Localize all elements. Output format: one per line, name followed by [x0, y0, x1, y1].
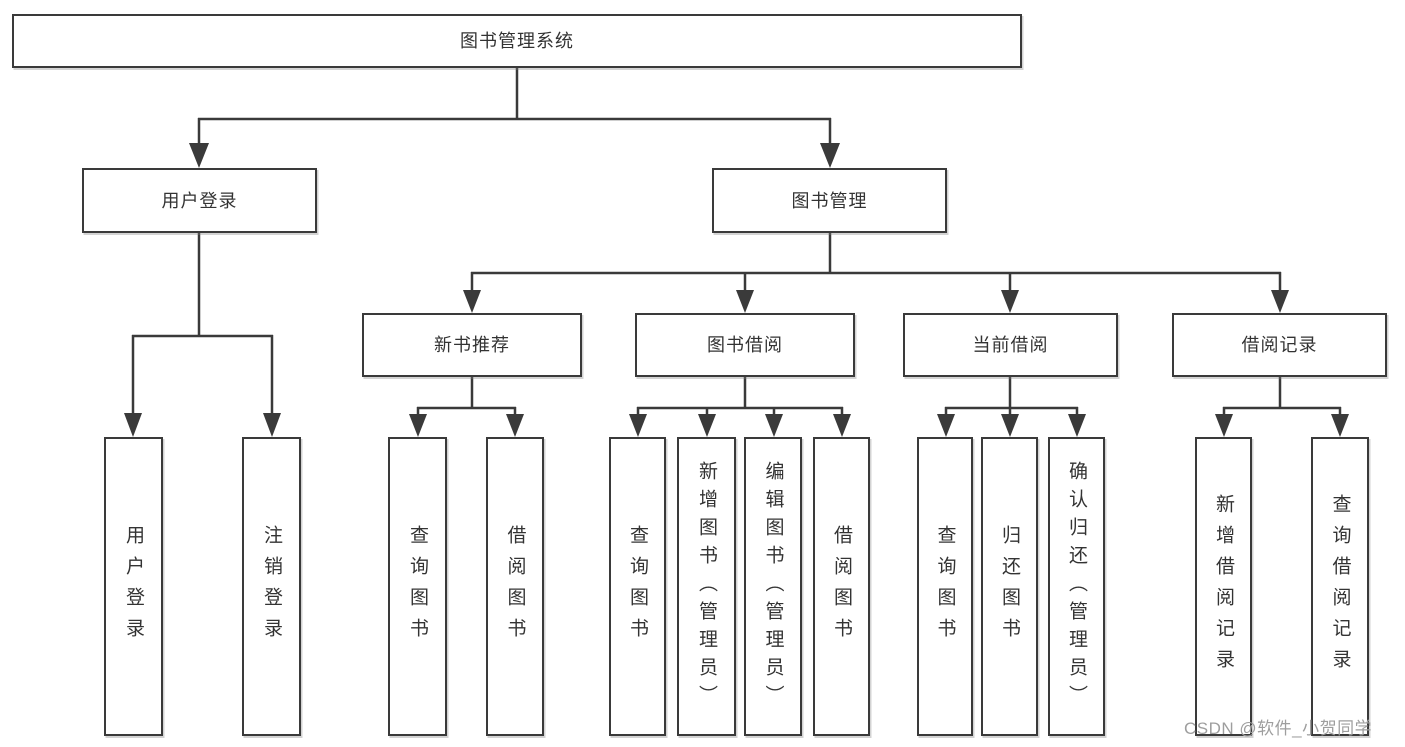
arrow-into-leaf-query-book-a — [409, 414, 427, 437]
node-new-book-rec: 新书推荐 — [362, 313, 582, 377]
leaf-user-login: 用户登录 — [104, 437, 163, 736]
leaf-query-book-a: 查询图书 — [388, 437, 447, 736]
node-root: 图书管理系统 — [12, 14, 1022, 68]
arrow-into-leaf-borrow-book-a — [506, 414, 524, 437]
leaf-add-book: 新增图书（管理员） — [677, 437, 736, 736]
connector-records-branch — [1222, 377, 1342, 416]
node-book-borrow: 图书借阅 — [635, 313, 855, 377]
leaf-add-record: 新增借阅记录 — [1195, 437, 1252, 736]
arrowheads — [124, 143, 1349, 437]
arrow-into-leaf-user-login — [124, 413, 142, 437]
arrow-into-leaf-edit-book — [765, 414, 783, 437]
arrow-into-leaf-borrow-book-b — [833, 414, 851, 437]
arrow-into-leaf-logout — [263, 413, 281, 437]
connector-root-branch — [197, 68, 832, 145]
leaf-query-book-c: 查询图书 — [917, 437, 973, 736]
leaf-query-record: 查询借阅记录 — [1311, 437, 1369, 736]
arrow-into-current-borrow — [1001, 290, 1019, 313]
node-current-borrow: 当前借阅 — [903, 313, 1118, 377]
leaf-return-book: 归还图书 — [981, 437, 1038, 736]
connector-current-branch — [944, 377, 1079, 416]
connector-borrow-branch — [636, 377, 844, 416]
arrow-into-user-login — [189, 143, 209, 168]
arrow-into-leaf-query-book-c — [937, 414, 955, 437]
arrow-into-book-mgmt — [820, 143, 840, 168]
connector-mgmt-branch — [470, 233, 1282, 292]
node-user-login: 用户登录 — [82, 168, 317, 233]
leaf-confirm-return: 确认归还（管理员） — [1048, 437, 1105, 736]
leaf-edit-book: 编辑图书（管理员） — [744, 437, 802, 736]
arrow-into-leaf-return-book — [1001, 414, 1019, 437]
leaf-query-book-b: 查询图书 — [609, 437, 666, 736]
arrow-into-borrow-records — [1271, 290, 1289, 313]
arrow-into-leaf-add-book — [698, 414, 716, 437]
arrow-into-leaf-query-book-b — [629, 414, 647, 437]
csdn-watermark: CSDN @软件_小贺同学 — [1184, 719, 1373, 738]
connector-lines — [131, 68, 1342, 416]
connector-newbook-branch — [416, 377, 517, 416]
arrow-into-book-borrow — [736, 290, 754, 313]
node-borrow-records: 借阅记录 — [1172, 313, 1387, 377]
arrow-into-leaf-add-record — [1215, 414, 1233, 437]
arrow-into-leaf-confirm-return — [1068, 414, 1086, 437]
leaf-logout: 注销登录 — [242, 437, 301, 736]
arrow-into-leaf-query-record — [1331, 414, 1349, 437]
leaf-borrow-book-b: 借阅图书 — [813, 437, 870, 736]
arrow-into-new-book-rec — [463, 290, 481, 313]
connector-user-branch — [131, 233, 274, 415]
node-book-mgmt: 图书管理 — [712, 168, 947, 233]
leaf-borrow-book-a: 借阅图书 — [486, 437, 544, 736]
